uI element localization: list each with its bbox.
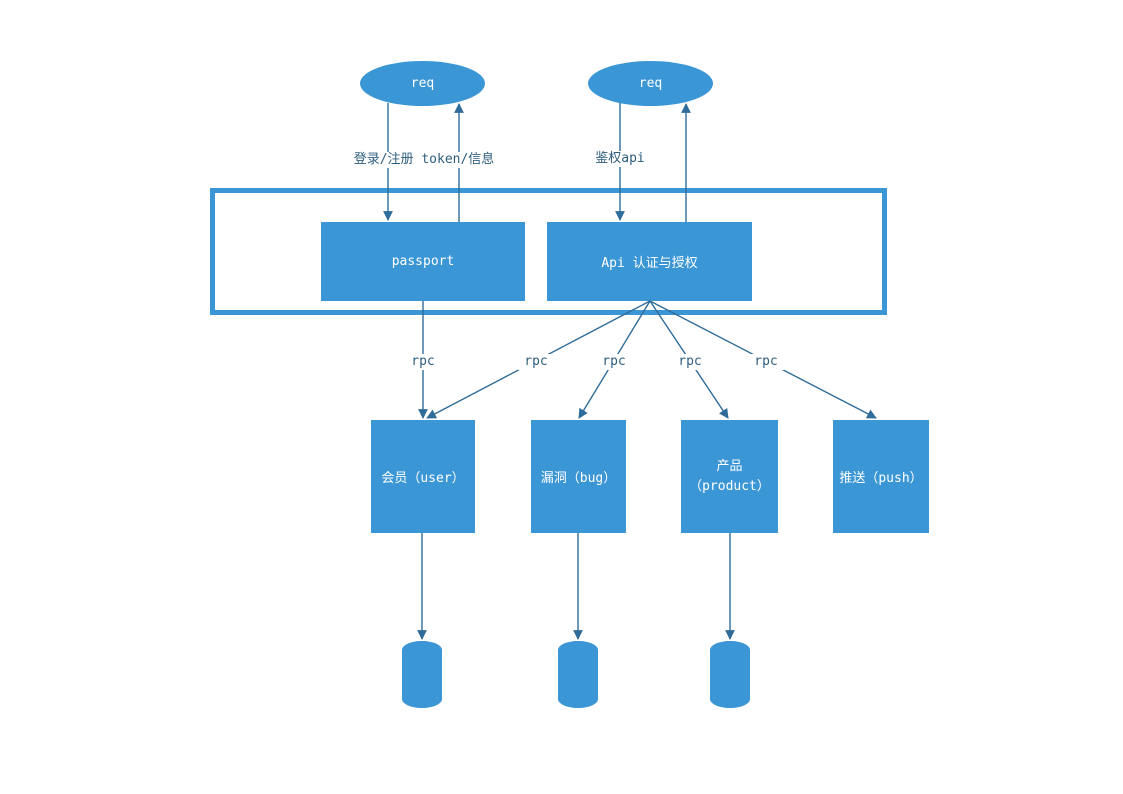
- push-service-label: 推送（push）: [839, 471, 923, 486]
- edge-label-login-token: 登录/注册 token/信息: [350, 152, 498, 168]
- request-node-left: req: [360, 61, 485, 106]
- database-cylinder-icon: [710, 641, 750, 708]
- edge-label-rpc-3: rpc: [596, 354, 632, 370]
- edge-label-rpc-1: rpc: [405, 354, 441, 370]
- edge-label-auth-api: 鉴权api: [588, 151, 652, 167]
- database-cylinder-icon: [402, 641, 442, 708]
- passport-service-label: passport: [391, 254, 455, 269]
- request-node-right-label: req: [638, 76, 663, 91]
- edge-label-rpc-5: rpc: [748, 354, 784, 370]
- product-service-label: 产品（product）: [689, 459, 770, 494]
- push-service-box: 推送（push）: [833, 420, 929, 533]
- api-auth-service-box: Api 认证与授权: [547, 222, 752, 301]
- product-service-box: 产品（product）: [681, 420, 778, 533]
- edge-label-rpc-4: rpc: [672, 354, 708, 370]
- edge-label-rpc-2: rpc: [518, 354, 554, 370]
- bug-service-label: 漏洞（bug）: [540, 471, 617, 486]
- request-node-left-label: req: [410, 76, 435, 91]
- request-node-right: req: [588, 61, 713, 106]
- user-service-label: 会员（user）: [381, 471, 465, 486]
- bug-service-box: 漏洞（bug）: [531, 420, 626, 533]
- passport-service-box: passport: [321, 222, 525, 301]
- database-cylinder-icon: [558, 641, 598, 708]
- user-service-box: 会员（user）: [371, 420, 475, 533]
- api-auth-service-label: Api 认证与授权: [601, 256, 698, 271]
